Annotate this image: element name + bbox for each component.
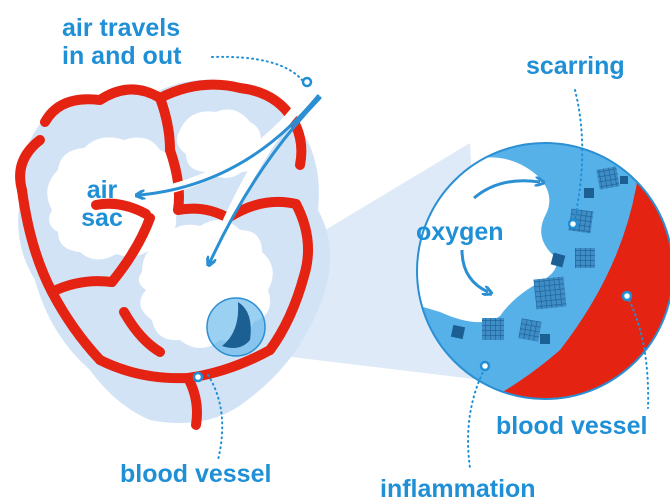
label-blood-vessel-left: blood vessel bbox=[120, 460, 271, 488]
label-air-travels: air travels in and out bbox=[62, 14, 181, 70]
label-oxygen: oxygen bbox=[416, 218, 504, 246]
label-air-sac-line1: air bbox=[74, 176, 130, 204]
label-air-sac-line2: sac bbox=[74, 204, 130, 232]
label-blood-vessel-right: blood vessel bbox=[496, 412, 647, 440]
label-scarring: scarring bbox=[526, 52, 625, 80]
label-air-travels-line2: in and out bbox=[62, 42, 181, 70]
label-air-travels-line1: air travels bbox=[62, 14, 181, 42]
label-air-sac: air sac bbox=[74, 176, 130, 232]
label-inflammation: inflammation bbox=[380, 475, 536, 503]
zoom-source-circle bbox=[207, 298, 265, 356]
